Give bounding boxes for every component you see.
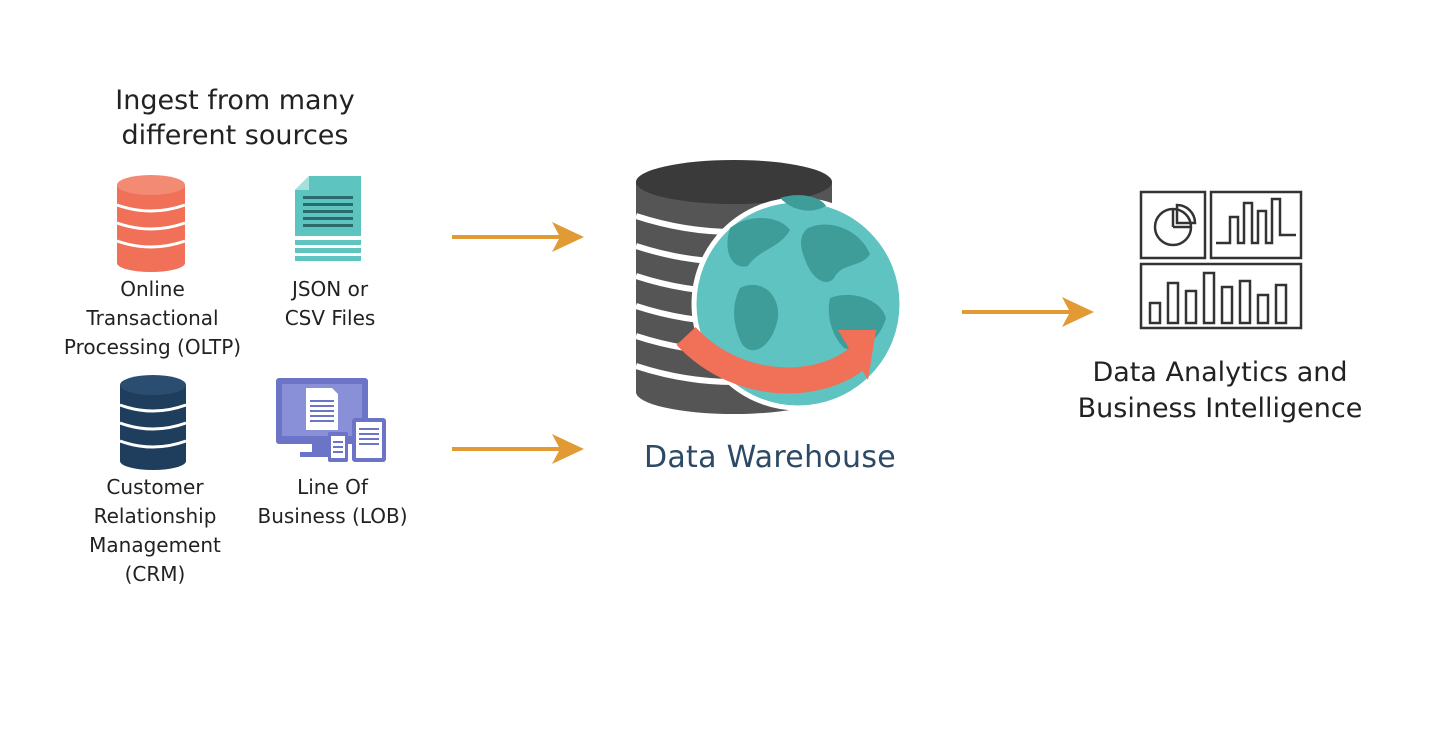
oltp-label-line-3: Processing (OLTP) [63, 335, 242, 359]
analytics-label-line-2: Business Intelligence [1077, 393, 1363, 424]
lob-label: Line Of Business (LOB) [245, 473, 420, 531]
crm-database-icon [119, 375, 187, 470]
oltp-label-line-1: Online [120, 277, 185, 301]
sources-heading: Ingest from many different sources [90, 83, 380, 153]
analytics-label-line-1: Data Analytics and [1092, 357, 1348, 388]
lob-label-line-2: Business (LOB) [257, 504, 408, 528]
crm-label-line-3: Management [89, 533, 221, 557]
arrow-right-icon [452, 434, 584, 464]
lob-label-line-1: Line Of [297, 475, 368, 499]
json-csv-label-line-1: JSON or [291, 277, 369, 301]
document-stack-icon [295, 176, 361, 261]
oltp-label-line-2: Transactional [86, 306, 219, 330]
database-globe-icon [635, 160, 905, 414]
json-csv-label-line-2: CSV Files [284, 306, 376, 330]
data-warehouse-label: Data Warehouse [643, 440, 897, 475]
sources-heading-line-2: different sources [121, 120, 349, 151]
crm-label: Customer Relationship Management (CRM) [55, 473, 255, 589]
analytics-label: Data Analytics and Business Intelligence [1050, 355, 1390, 427]
arrow-right-icon [452, 222, 584, 252]
devices-icon [276, 378, 386, 462]
crm-label-line-2: Relationship [93, 504, 217, 528]
dashboard-icon [1139, 190, 1303, 330]
json-csv-label: JSON or CSV Files [255, 275, 405, 333]
crm-label-line-1: Customer [106, 475, 204, 499]
oltp-database-icon [116, 175, 186, 272]
arrow-right-icon [962, 297, 1094, 327]
crm-label-line-4: (CRM) [124, 562, 186, 586]
sources-heading-line-1: Ingest from many [115, 85, 355, 116]
oltp-label: Online Transactional Processing (OLTP) [45, 275, 260, 362]
